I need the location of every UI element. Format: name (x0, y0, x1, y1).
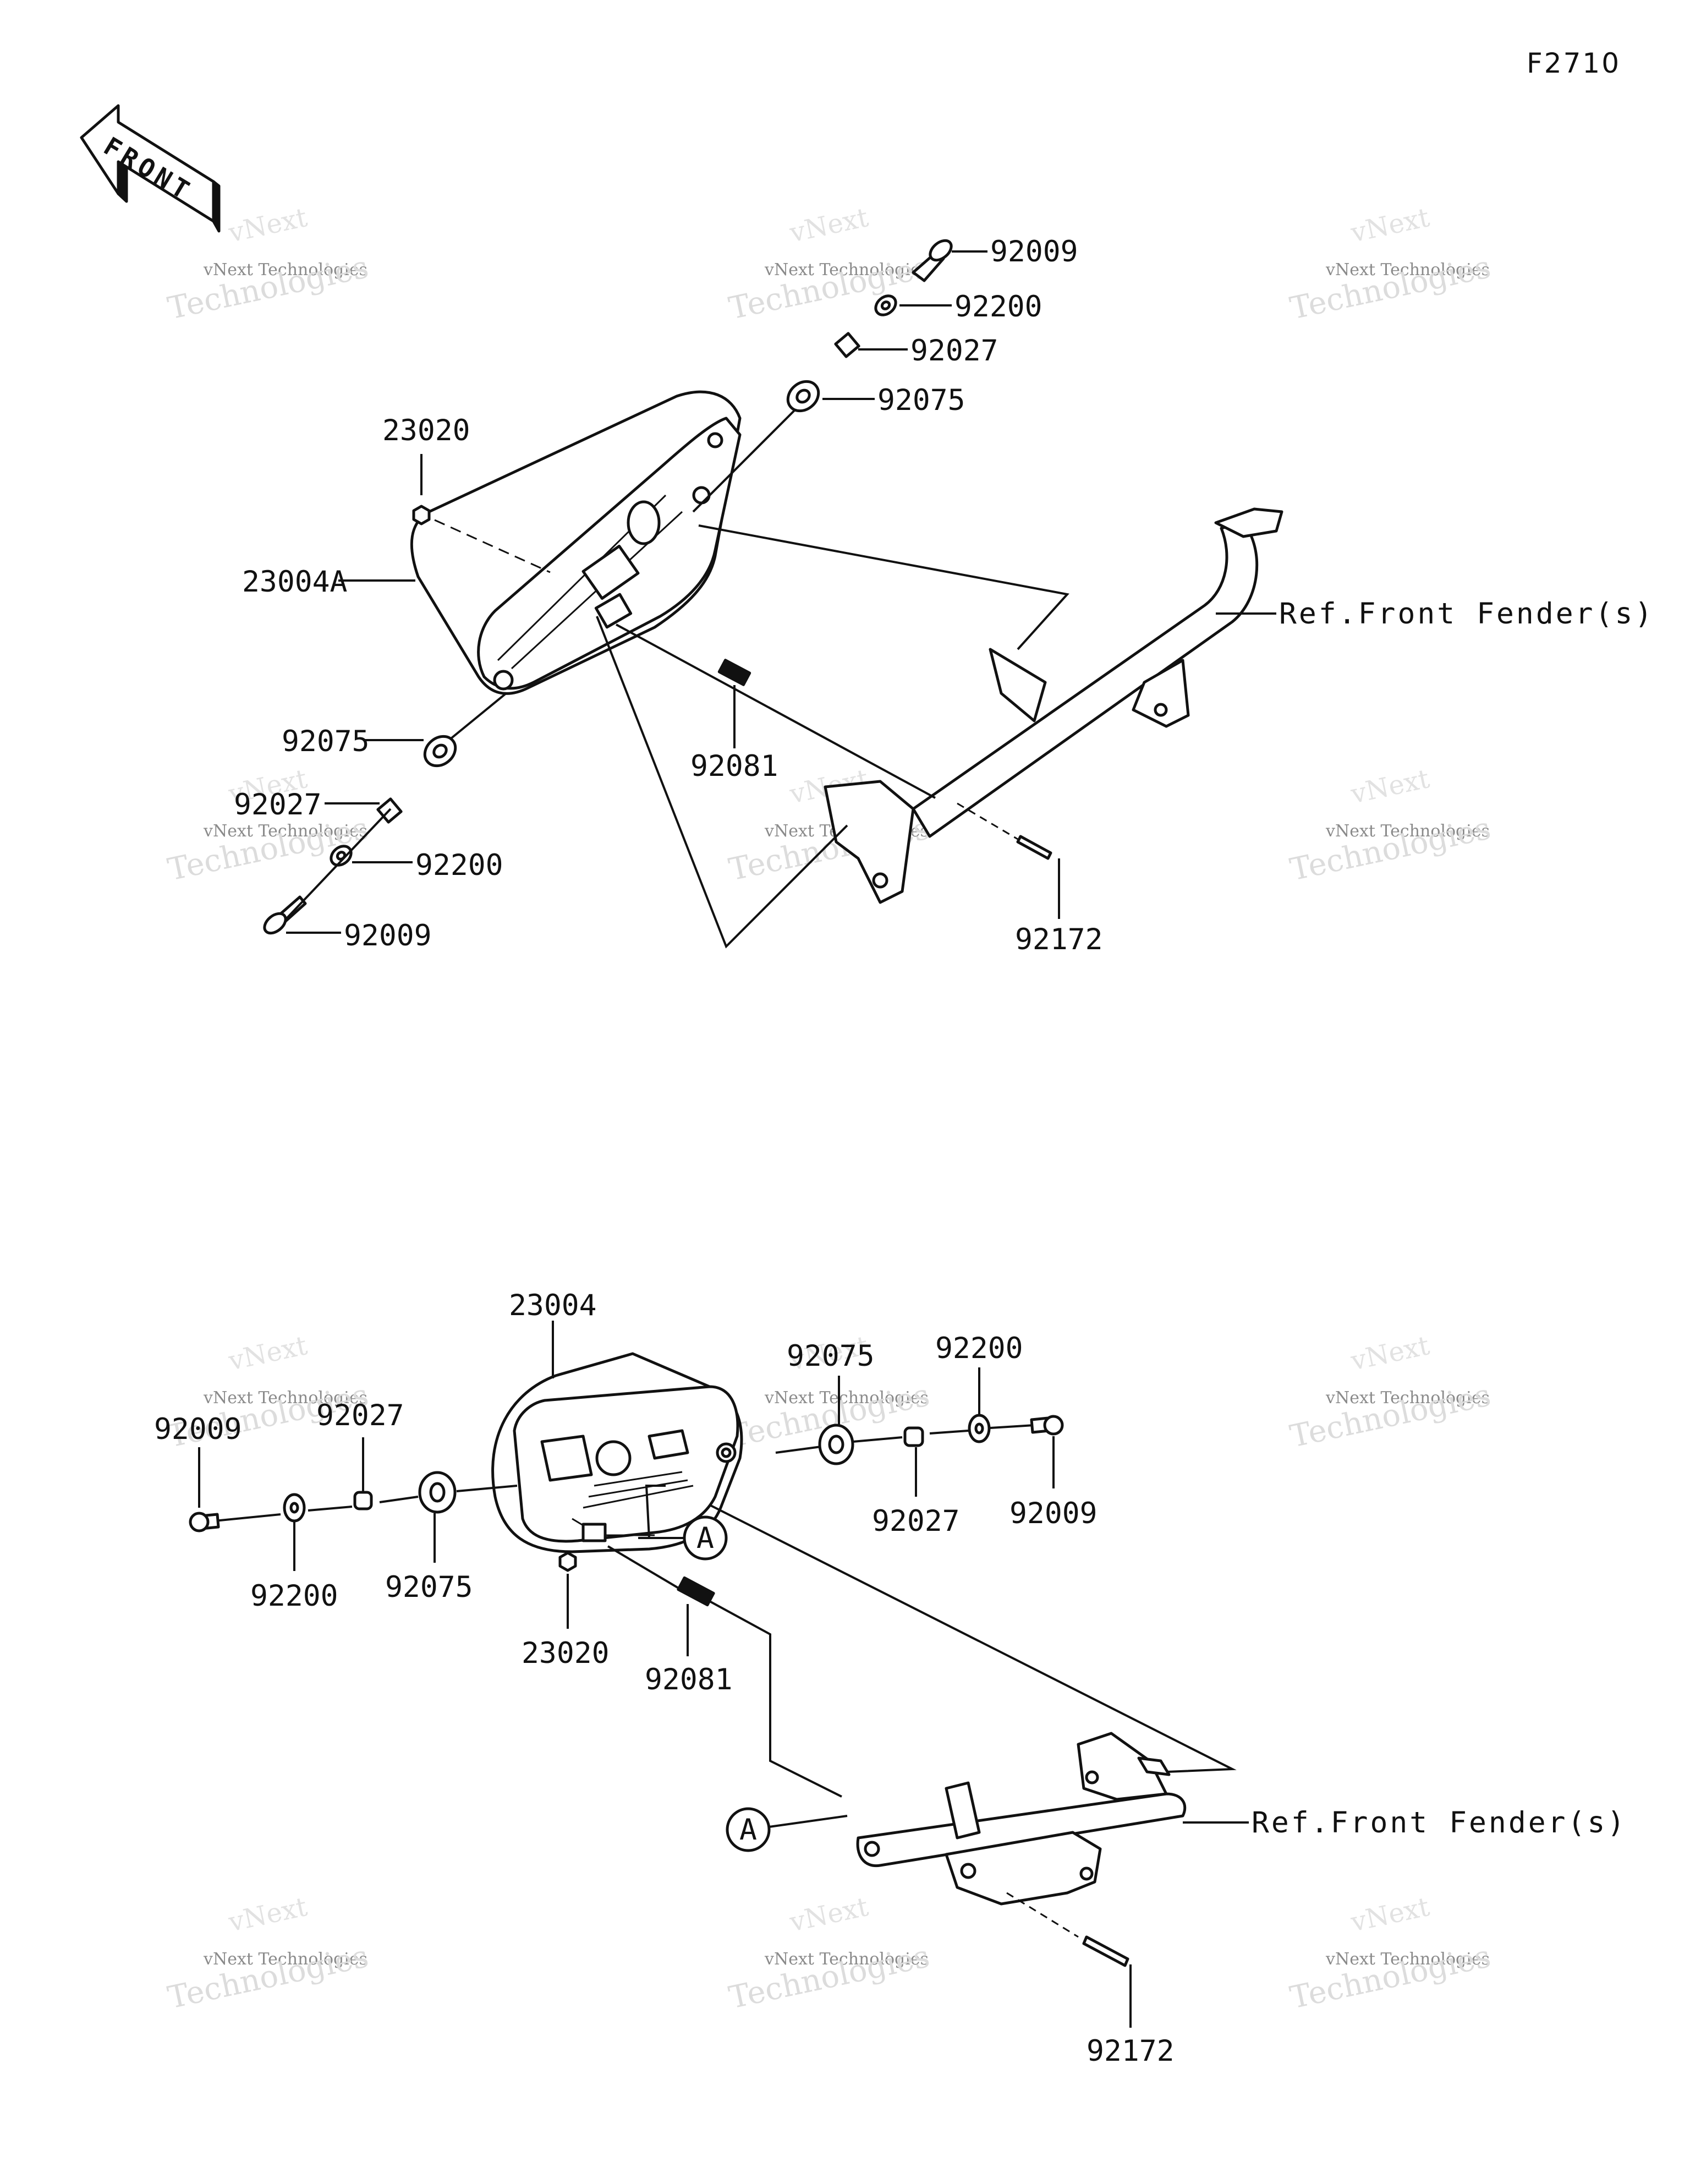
watermark-text: vNext Technologies (1325, 1388, 1490, 1408)
part-label-92009-left: 92009 (154, 1413, 242, 1446)
watermark: vNext vNext Technologies Technologies (726, 202, 932, 327)
nut-upper (412, 454, 551, 573)
collar-icon (903, 1426, 924, 1447)
watermark-text: vNext Technologies (203, 260, 367, 280)
watermark-text: vNext Technologies (203, 1950, 367, 1969)
bolt-lower (1006, 1892, 1132, 2028)
spring-icon (717, 659, 751, 686)
ref-front-fender-upper: Ref.Front Fender(s) (1279, 597, 1654, 631)
watermarks: vNext vNext Technologies Technologies vN… (164, 202, 1494, 2016)
lower-assembly: A A (154, 1289, 1627, 2068)
watermark-text: vNext Technologies (1325, 1950, 1490, 1969)
watermark-text: vNext Technologies (764, 1388, 929, 1408)
part-label-92172: 92172 (1015, 923, 1103, 956)
part-label-92200: 92200 (954, 290, 1042, 324)
part-label-92075: 92075 (877, 384, 965, 417)
watermark: vNext vNext Technologies Technologies (164, 202, 371, 327)
part-label-92200-left: 92200 (415, 849, 503, 882)
part-label-92027-left: 92027 (234, 788, 322, 822)
part-label-92200-left: 92200 (250, 1579, 338, 1613)
connector-lines (709, 1504, 1237, 1776)
watermark: vNext vNext Technologies Technologies (1287, 1330, 1494, 1455)
watermark: vNext vNext Technologies Technologies (1287, 202, 1494, 327)
spring-upper (616, 623, 936, 799)
nut-lower (558, 1551, 577, 1629)
upper-assembly: 92009 92200 92027 92075 23020 23004A 920… (234, 235, 1654, 956)
watermark-vnext: vNext (1348, 202, 1432, 249)
part-label-92009-right: 92009 (1009, 1497, 1098, 1530)
watermark-vnext: vNext (787, 1891, 871, 1938)
part-label-92027-left: 92027 (316, 1399, 404, 1432)
fender-stay-upper (824, 507, 1283, 904)
leader-line (769, 1815, 848, 1828)
diagram-code: F2710 (1527, 47, 1621, 79)
watermark: vNext vNext Technologies Technologies (726, 1891, 932, 2016)
part-label-92075-right: 92075 (787, 1339, 875, 1373)
part-label-92075-left: 92075 (385, 1570, 473, 1604)
spring-lower (607, 1545, 842, 1798)
part-label-23020: 23020 (522, 1636, 610, 1670)
watermark-vnext: vNext (1348, 1891, 1432, 1938)
part-label-92009: 92009 (990, 235, 1078, 269)
part-label-23004: 23004 (509, 1289, 597, 1322)
part-label-92009-left: 92009 (344, 919, 432, 953)
bolt-icon (1016, 835, 1052, 860)
watermark-vnext: vNext (226, 1330, 310, 1377)
watermark-text: vNext Technologies (1325, 822, 1490, 841)
bolt-icon (1082, 1935, 1129, 1967)
watermark: vNext vNext Technologies Technologies (1287, 763, 1494, 888)
headlight-cover-upper (410, 390, 742, 695)
fasteners-lower-right (775, 1367, 1064, 1497)
watermark-vnext: vNext (226, 202, 310, 249)
part-label-92081: 92081 (645, 1663, 733, 1696)
nut-icon (558, 1551, 577, 1572)
watermark-vnext: vNext (1348, 1330, 1432, 1377)
fender-stay-lower (856, 1732, 1187, 1906)
watermark: vNext vNext Technologies Technologies (164, 1891, 371, 2016)
part-label-23004A: 23004A (242, 565, 347, 599)
callout-a-upper: A (638, 1485, 728, 1561)
callout-a-label: A (696, 1521, 714, 1555)
watermark: vNext vNext Technologies Technologies (164, 763, 371, 888)
connector-lines (596, 616, 848, 949)
watermark-text: vNext Technologies (1325, 260, 1490, 280)
spring-icon (677, 1576, 715, 1607)
part-label-92200-right: 92200 (935, 1332, 1023, 1365)
fasteners-upper-left (263, 692, 507, 935)
fasteners-upper-right (692, 239, 987, 513)
collar-icon (834, 332, 860, 358)
part-label-23020: 23020 (382, 414, 470, 447)
fasteners-lower-left (189, 1437, 518, 1571)
ref-front-fender-lower: Ref.Front Fender(s) (1252, 1806, 1627, 1840)
front-arrow-icon: FRONT (80, 104, 221, 233)
part-label-92075-left: 92075 (282, 725, 370, 758)
callout-a-lower: A (726, 1807, 848, 1852)
watermark-vnext: vNext (787, 202, 871, 249)
watermark-text: vNext Technologies (764, 260, 929, 280)
connector-lines (698, 524, 1069, 650)
callout-a-label: A (739, 1813, 757, 1847)
part-label-92027: 92027 (910, 334, 998, 368)
nut-icon (412, 505, 431, 526)
watermark-vnext: vNext (1348, 763, 1432, 810)
part-label-92081: 92081 (690, 749, 778, 783)
watermark-text: vNext Technologies (203, 1388, 367, 1408)
watermark-text: vNext Technologies (764, 1950, 929, 1969)
watermark-vnext: vNext (226, 1891, 310, 1938)
collar-icon (353, 1491, 373, 1510)
watermark: vNext vNext Technologies Technologies (1287, 1891, 1494, 2016)
bolt-upper (957, 802, 1060, 919)
watermark-text: vNext Technologies (203, 822, 367, 841)
part-label-92027-right: 92027 (872, 1504, 960, 1538)
headlight-cover-lower (491, 1352, 743, 1553)
part-label-92172: 92172 (1087, 2034, 1175, 2068)
